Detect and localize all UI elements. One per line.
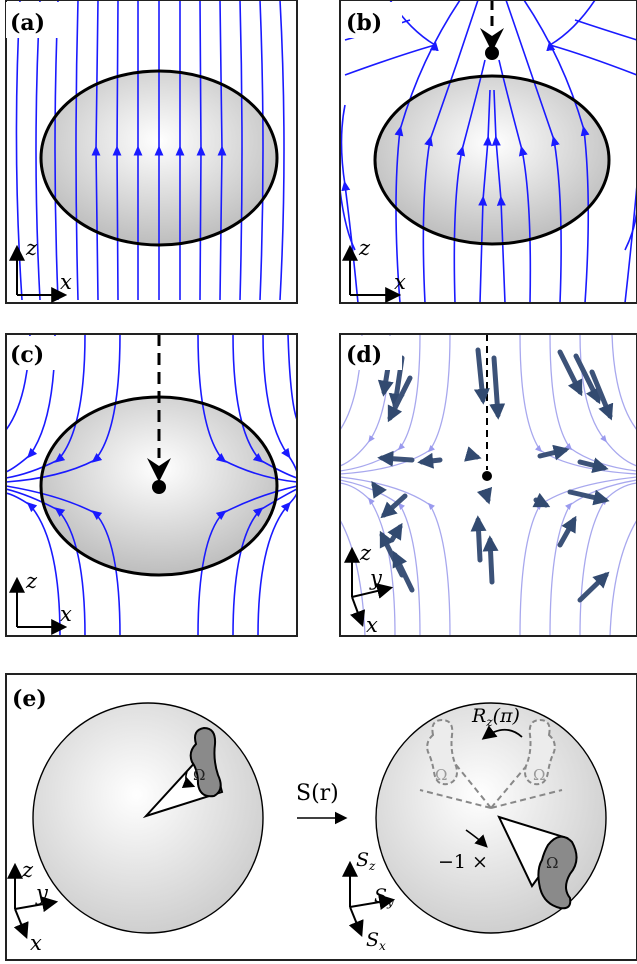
spin-space-omega-region [537, 835, 578, 910]
ghost-cones [419, 744, 563, 809]
spin-axis-sy: Sy [374, 885, 394, 909]
real-space-axis-x: x [30, 931, 42, 955]
panel-c-axis-x: x [60, 602, 72, 626]
panel-b-axes: z x [342, 236, 406, 303]
panel-d-field-lines [340, 334, 637, 636]
panel-e-label: (e) [12, 686, 47, 712]
panel-c-defect-arrow [147, 458, 171, 482]
panel-d-label: (d) [346, 342, 382, 368]
panel-b-label: (b) [346, 10, 382, 36]
panel-a-frame [5, 0, 298, 304]
panel-d-axes: z y x [344, 541, 394, 637]
panel-a-axes: z x [9, 236, 72, 303]
panel-c-defect-point [152, 480, 166, 494]
panel-b-field-lines [340, 0, 637, 303]
panel-c-field-lines [6, 334, 297, 636]
ghost-omega-left [426, 718, 458, 786]
panel-d-spin-arrows [371, 347, 614, 603]
inversion-label: −1 × [438, 851, 488, 873]
panel-b-defect-arrow [480, 28, 504, 52]
panel-c: (c) z x [5, 333, 298, 637]
panel-a-field-lines [15, 0, 285, 301]
ghost-omega-right [524, 718, 556, 786]
panel-a-axis-z: z [25, 236, 38, 260]
real-space-axes: z y x [7, 858, 59, 955]
panel-b-axis-x: x [394, 270, 406, 294]
real-space-axis-z: z [21, 858, 34, 882]
panel-d-axis-z: z [359, 541, 372, 565]
panel-b-defect-point [485, 46, 499, 60]
panel-b-axis-z: z [358, 236, 371, 260]
rotation-arrow [481, 725, 523, 740]
panel-d-defect-point [482, 471, 492, 481]
panel-d-axis-x: x [366, 613, 378, 637]
panel-d-axis-y: y [369, 566, 383, 590]
panel-c-frame [5, 333, 298, 637]
panel-c-label: (c) [10, 342, 44, 368]
spin-space-axes: Sz Sy Sx [342, 849, 396, 953]
panel-a: (a) z x [5, 0, 298, 304]
panel-a-label: (a) [10, 10, 45, 36]
real-space-sphere [32, 702, 264, 934]
panel-d: (d) z y x [339, 333, 637, 637]
ghost-omega-left-label: Ω [435, 766, 447, 784]
panel-c-axes: z x [9, 569, 72, 635]
panel-e-frame [5, 673, 637, 961]
rotation-label: Rz(π) [471, 705, 520, 729]
inversion-arrow [465, 829, 488, 848]
spin-axis-sz: Sz [356, 849, 376, 873]
real-space-omega-region [189, 726, 222, 798]
panel-e: (e) Ω z y x S(r) Ω Ω Rz(π) [5, 673, 637, 961]
panel-b: (b) z x [339, 0, 637, 304]
spin-space-sphere [375, 702, 607, 934]
real-space-omega: Ω [193, 766, 205, 784]
map-label: S(r) [296, 781, 339, 806]
panel-b-frame [339, 0, 637, 304]
real-space-axis-y: y [35, 881, 49, 905]
panel-d-frame [339, 333, 637, 637]
ghost-omega-right-label: Ω [533, 766, 545, 784]
spin-space-omega: Ω [546, 854, 558, 872]
spin-axis-sx: Sx [366, 929, 386, 953]
panel-c-axis-z: z [25, 569, 38, 593]
panel-a-axis-x: x [60, 270, 72, 294]
